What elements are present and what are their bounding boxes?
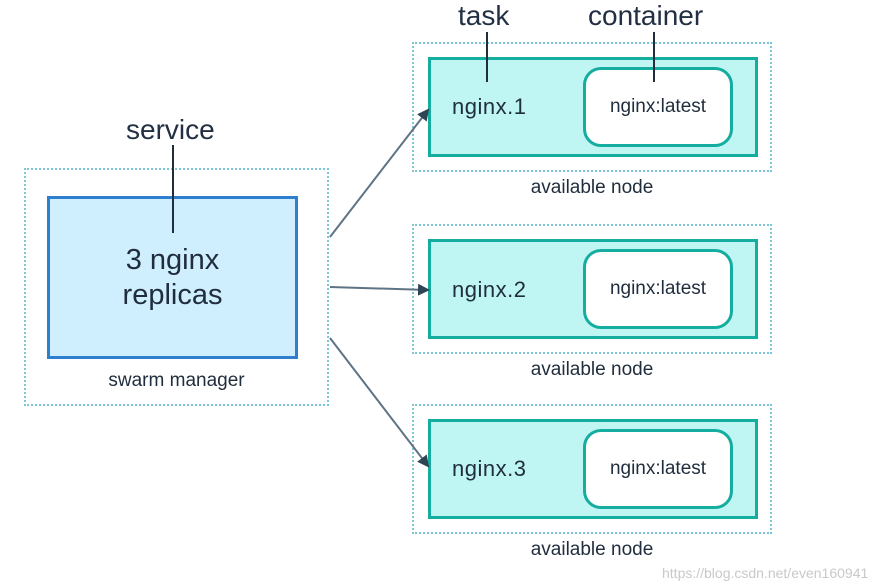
swarm-manager-region: [24, 168, 329, 406]
available-node-1-caption: available node: [530, 177, 654, 198]
service-pointer-line: [172, 145, 174, 233]
container-box-1: nginx:latest: [583, 67, 733, 147]
replicas-line-1: 3 nginx: [125, 243, 220, 276]
task-3-label: nginx.3: [452, 456, 527, 481]
replicas-line-2: replicas: [122, 278, 223, 311]
arrow-to-node-2: [329, 283, 430, 296]
task-2-label: nginx.2: [452, 277, 527, 302]
available-node-3: [412, 404, 772, 534]
container-label: container: [588, 0, 704, 31]
available-node-3-caption: available node: [530, 539, 654, 560]
watermark: https://blog.csdn.net/even160941: [662, 565, 869, 581]
swarm-manager-caption: swarm manager: [108, 370, 245, 391]
container-2-image: nginx:latest: [609, 278, 707, 299]
arrow-to-node-1: [329, 108, 430, 238]
container-pointer-line: [653, 32, 655, 82]
container-box-3: nginx:latest: [583, 429, 733, 509]
service-replicas-text: 3 nginx replicas: [123, 243, 223, 313]
task-pointer-line: [486, 32, 488, 82]
arrow-to-node-3: [329, 337, 430, 468]
container-3-image: nginx:latest: [609, 458, 707, 479]
container-box-2: nginx:latest: [583, 249, 733, 329]
container-1-image: nginx:latest: [609, 96, 707, 117]
available-node-1: [412, 42, 772, 172]
task-1-label: nginx.1: [452, 94, 527, 119]
available-node-2-caption: available node: [530, 359, 654, 380]
task-label: task: [458, 0, 510, 31]
service-label: service: [126, 114, 215, 145]
